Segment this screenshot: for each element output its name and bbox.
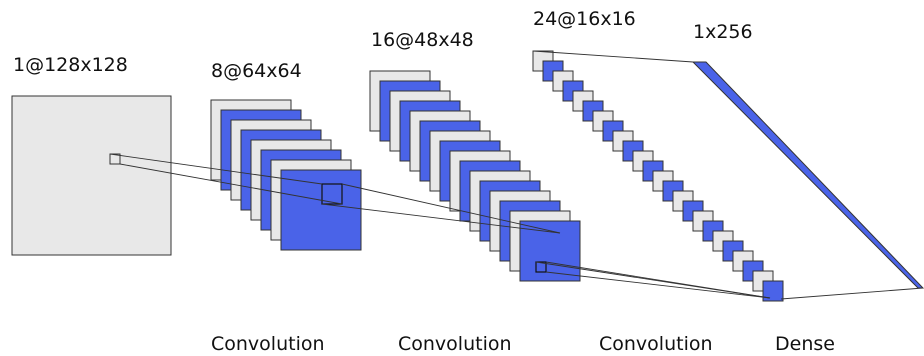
- conv1-feature-maps: [210, 99, 362, 251]
- connection-line: [780, 287, 924, 300]
- operation-label: Convolution: [211, 333, 325, 355]
- layer-label-conv3: 24@16x16: [533, 8, 636, 30]
- conv3-feature-maps: [532, 50, 784, 302]
- conv2-kernel-window: [535, 261, 547, 273]
- input-layer: [11, 95, 172, 256]
- connection-line: [545, 271, 771, 299]
- layer-label-conv1: 8@64x64: [211, 60, 302, 82]
- operation-label: Convolution: [599, 333, 713, 355]
- operation-label: Convolution: [398, 333, 512, 355]
- conv1-kernel-window: [321, 183, 343, 205]
- conv2-feature-maps: [369, 70, 581, 282]
- input-kernel-window: [109, 153, 121, 165]
- layer-label-input: 1@128x128: [13, 54, 128, 76]
- conv3-feature-map: [762, 280, 784, 302]
- conv2-feature-map: [519, 220, 581, 282]
- layer-label-conv2: 16@48x48: [371, 29, 474, 51]
- conv1-feature-map: [280, 169, 362, 251]
- layer-label-dense: 1x256: [693, 21, 753, 43]
- connection-line: [532, 50, 694, 63]
- connection-line: [341, 183, 561, 234]
- connection-line: [545, 261, 771, 299]
- connection-lines: [109, 50, 924, 300]
- connection-line: [119, 163, 343, 205]
- operation-label: Dense: [775, 333, 835, 355]
- connection-line: [109, 153, 323, 185]
- input-feature-map: [11, 95, 172, 256]
- connection-line: [321, 203, 561, 234]
